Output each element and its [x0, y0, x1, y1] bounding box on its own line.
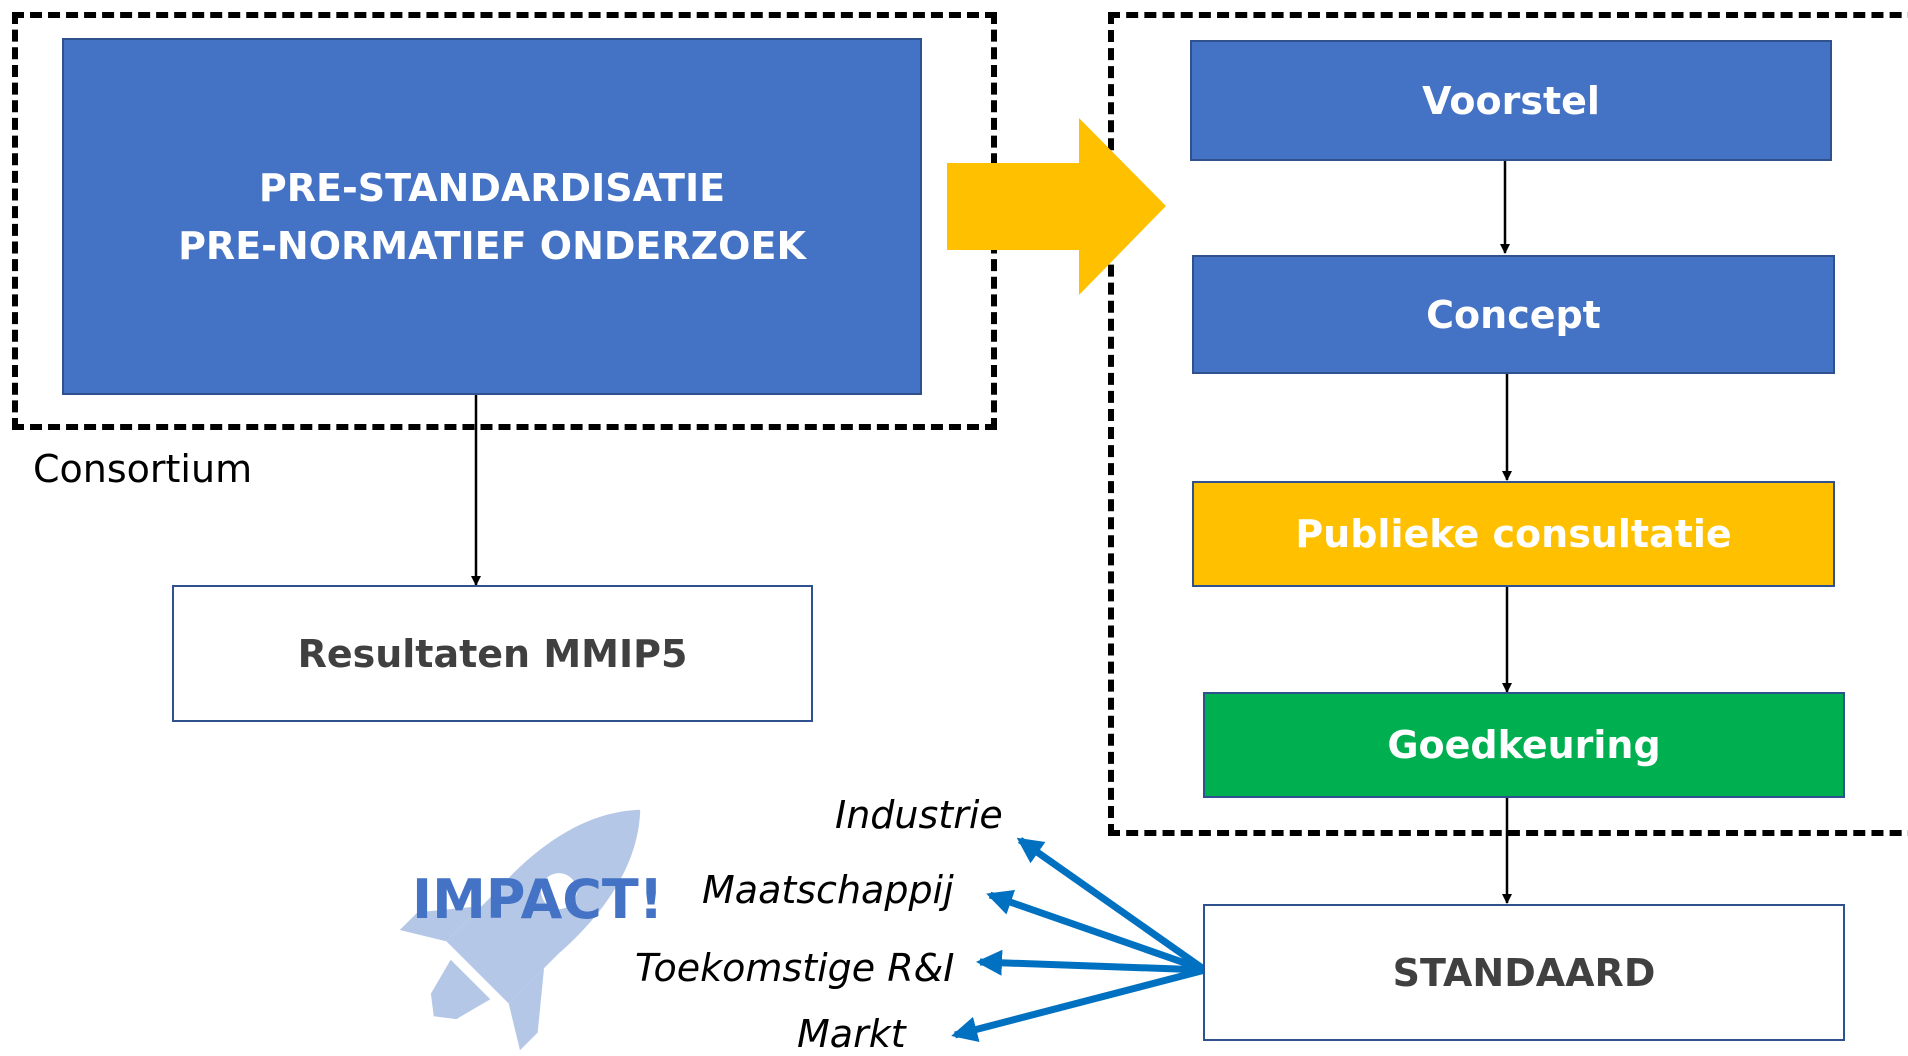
- impact-target-industrie: Industrie: [835, 793, 1003, 837]
- impact-target-toekomstige-ri: Toekomstige R&I: [635, 946, 955, 990]
- impact-arrow: [976, 949, 1206, 976]
- impact-arrow: [986, 889, 1207, 974]
- pre-standardization-line1: PRE-STANDARDISATIE: [258, 165, 726, 210]
- impact-arrow: [1016, 837, 1208, 973]
- step-goedkeuring: Goedkeuring: [1203, 692, 1845, 798]
- impact-target-maatschappij: Maatschappij: [702, 868, 954, 912]
- impact-arrow: [951, 966, 1206, 1043]
- impact-target-markt: Markt: [797, 1012, 906, 1056]
- impact-label: IMPACT!: [412, 868, 664, 931]
- consortium-label: Consortium: [33, 447, 253, 491]
- step-voorstel: Voorstel: [1190, 40, 1832, 161]
- step-concept: Concept: [1192, 255, 1835, 374]
- rocket-icon: [399, 809, 641, 1051]
- pre-standardization-line2: PRE-NORMATIEF ONDERZOEK: [178, 223, 806, 268]
- pre-standardization-box: PRE-STANDARDISATIE PRE-NORMATIEF ONDERZO…: [62, 38, 922, 395]
- results-box: Resultaten MMIP5: [172, 585, 813, 722]
- yellow-flow-arrow: [947, 118, 1166, 295]
- standard-box: STANDAARD: [1203, 904, 1845, 1041]
- step-publieke-consultatie: Publieke consultatie: [1192, 481, 1835, 587]
